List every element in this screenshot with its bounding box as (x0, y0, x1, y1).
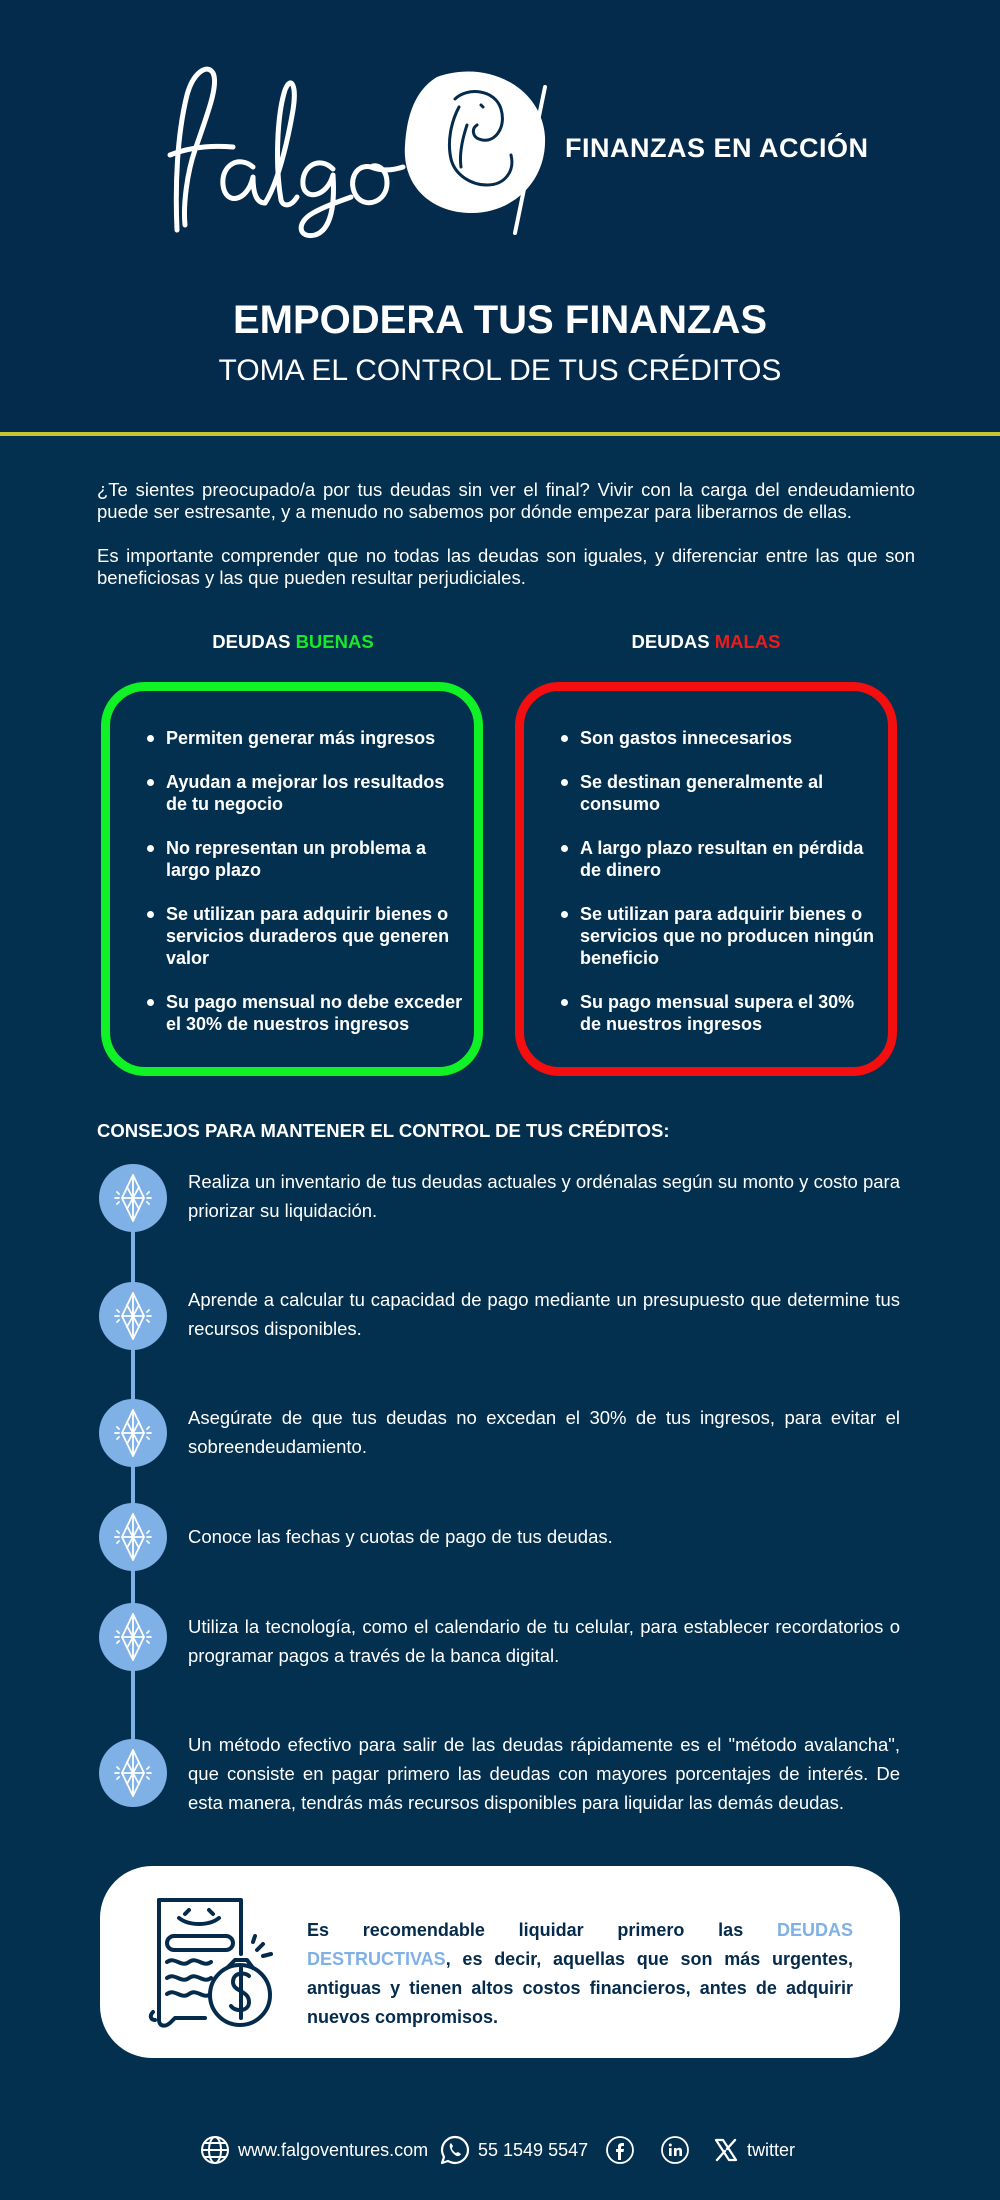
list-item: Se utilizan para adquirir bienes o servi… (147, 903, 466, 969)
diamond-sparkle-icon (99, 1282, 167, 1350)
header: falgo (0, 0, 1000, 434)
brand-tagline: FINANZAS EN ACCIÓN (565, 133, 869, 163)
diamond-sparkle-icon (99, 1399, 167, 1467)
diamond-sparkle-icon (99, 1739, 167, 1807)
footer: www.falgoventures.com 55 1549 5547 twitt… (0, 2131, 1000, 2169)
list-item: No representan un problema a largo plazo (147, 837, 466, 881)
facebook-icon (606, 2136, 634, 2164)
diamond-sparkle-icon (99, 1503, 167, 1571)
twitter-label[interactable]: twitter (747, 2139, 796, 2160)
tip-text-4: Conoce las fechas y cuotas de pago de tu… (188, 1526, 613, 1547)
linkedin-icon (661, 2136, 689, 2164)
bill-money-bag-icon (148, 1898, 273, 2028)
globe-icon (201, 2136, 229, 2164)
bad-debts-box: Son gastos innecesarios Se destinan gene… (515, 682, 897, 1076)
phone-number[interactable]: 55 1549 5547 (478, 2139, 589, 2160)
elephant-head-icon (404, 71, 546, 214)
page-title: EMPODERA TUS FINANZAS (232, 298, 768, 342)
facebook-link[interactable] (605, 2131, 643, 2169)
footer-website[interactable]: www.falgoventures.com (200, 2131, 428, 2169)
callout-text-start: Es recomendable liquidar primero las (307, 1920, 777, 1940)
linkedin-link[interactable] (660, 2131, 698, 2169)
tip-text-6: Un método efectivo para salir de las deu… (188, 1734, 900, 1813)
intro-paragraph-1: ¿Te sientes preocupado/a por tus deudas … (97, 479, 915, 522)
tips-heading: CONSEJOS PARA MANTENER EL CONTROL DE TUS… (97, 1120, 670, 1141)
list-item: Son gastos innecesarios (561, 727, 880, 749)
good-debts-heading-word: BUENAS (295, 631, 374, 652)
bad-debts-heading-word: MALAS (714, 631, 781, 652)
falgo-wordmark: falgo (167, 66, 406, 239)
list-item: Su pago mensual supera el 30% de nuestro… (561, 991, 880, 1035)
website-link[interactable]: www.falgoventures.com (238, 2139, 429, 2160)
diamond-sparkle-icon (99, 1164, 167, 1232)
tip-text-3: Asegúrate de que tus deudas no excedan e… (188, 1407, 900, 1457)
list-item: Se destinan generalmente al consumo (561, 771, 880, 815)
whatsapp-icon (440, 2135, 470, 2165)
list-item: Ayudan a mejorar los resultados de tu ne… (147, 771, 466, 815)
logo-separator (513, 85, 547, 235)
list-item: A largo plazo resultan en pérdida de din… (561, 837, 880, 881)
callout-card: Es recomendable liquidar primero las DEU… (100, 1866, 900, 2058)
tip-text-1: Realiza un inventario de tus deudas actu… (188, 1171, 900, 1221)
header-divider (0, 432, 1000, 436)
good-debts-heading-prefix: DEUDAS (212, 631, 291, 652)
footer-twitter[interactable]: twitter (713, 2131, 795, 2169)
intro-paragraph-2: Es importante comprender que no todas la… (97, 545, 915, 588)
tip-text-5: Utiliza la tecnología, como el calendari… (188, 1616, 900, 1666)
list-item: Se utilizan para adquirir bienes o servi… (561, 903, 880, 969)
callout-highlight: DEUDAS DESTRUCTIVAS (307, 1920, 853, 1969)
callout-text: Es recomendable liquidar primero las DEU… (307, 1916, 853, 2032)
bad-debts-heading: DEUDAS MALAS (516, 631, 896, 653)
good-debts-list: Permiten generar más ingresos Ayudan a m… (147, 727, 466, 1057)
x-twitter-icon (714, 2138, 738, 2162)
bad-debts-list: Son gastos innecesarios Se destinan gene… (561, 727, 880, 1057)
brand-logo[interactable]: falgo (165, 55, 868, 245)
good-debts-heading: DEUDAS BUENAS (103, 631, 483, 653)
timeline-line (131, 1195, 135, 1775)
bad-debts-heading-prefix: DEUDAS (631, 631, 710, 652)
footer-phone[interactable]: 55 1549 5547 (440, 2131, 588, 2169)
list-item: Su pago mensual no debe exceder el 30% d… (147, 991, 466, 1035)
diamond-sparkle-icon (99, 1603, 167, 1671)
tip-text-2: Aprende a calcular tu capacidad de pago … (188, 1289, 900, 1339)
page-subtitle: TOMA EL CONTROL DE TUS CRÉDITOS (218, 354, 782, 387)
good-debts-box: Permiten generar más ingresos Ayudan a m… (101, 682, 483, 1076)
list-item: Permiten generar más ingresos (147, 727, 466, 749)
callout-text-end: , es decir, aquellas que son más urgente… (307, 1949, 853, 2027)
